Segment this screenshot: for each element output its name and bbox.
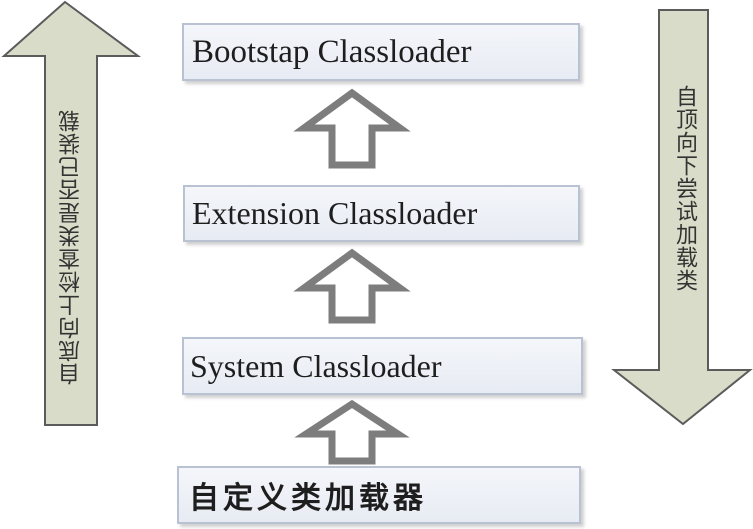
custom-classloader-label: 自定义类加载器: [189, 482, 427, 515]
right-arrow-label: 自顶向下尝试加载类: [672, 85, 697, 292]
left-up-arrow-icon: [1, 0, 142, 426]
hollow-up-arrow-icon: [293, 88, 411, 169]
custom-classloader-box: 自定义类加载器: [177, 466, 581, 524]
extension-classloader-label: Extension Classloader: [192, 195, 478, 231]
right-down-arrow-icon: [611, 9, 753, 426]
bootstrap-classloader-box: Bootstap Classloader: [182, 23, 580, 81]
bootstrap-classloader-label: Bootstap Classloader: [192, 33, 472, 70]
system-classloader-label: System Classloader: [190, 347, 442, 384]
extension-classloader-box: Extension Classloader: [183, 185, 580, 242]
system-classloader-box: System Classloader: [182, 337, 583, 395]
hollow-up-arrow-icon: [293, 248, 411, 324]
left-arrow-label: 自底向上检查类是否已装载: [59, 109, 84, 385]
hollow-up-arrow-icon: [294, 399, 410, 465]
